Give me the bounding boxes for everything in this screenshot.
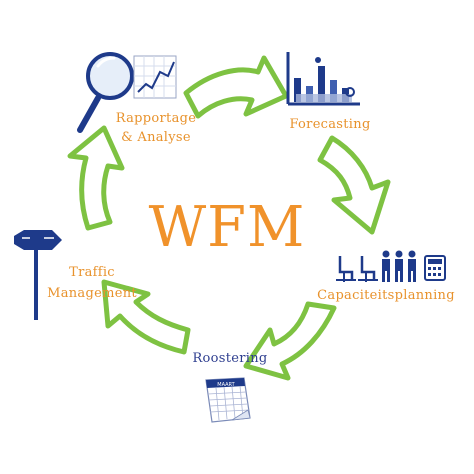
label-analyse: & Analyse — [121, 130, 191, 145]
schedule-header-text: MAART — [217, 382, 235, 388]
label-roostering: Roostering — [192, 351, 267, 366]
arrow-bottom-left — [101, 279, 191, 355]
center-title: WFM — [149, 195, 306, 260]
arrow-right — [317, 135, 391, 235]
schedule-paper-icon: MAART — [205, 377, 251, 423]
label-forecasting: Forecasting — [289, 117, 370, 132]
arrow-left — [67, 125, 125, 231]
label-traffic: Traffic — [69, 265, 115, 280]
line-chart-icon — [133, 55, 177, 99]
arrow-bottom-right — [243, 301, 337, 381]
chairs-people-phone-icon — [336, 250, 446, 282]
label-capaciteitsplanning: Capaciteitsplanning — [317, 288, 455, 303]
signpost-icon — [14, 230, 62, 320]
arrow-top — [183, 55, 289, 119]
magnifier-icon — [77, 52, 134, 133]
label-rapportage: Rapportage — [116, 111, 197, 126]
cycle-arrows — [67, 55, 391, 381]
label-management: Management — [47, 286, 137, 301]
forecast-chart-icon — [286, 52, 360, 106]
